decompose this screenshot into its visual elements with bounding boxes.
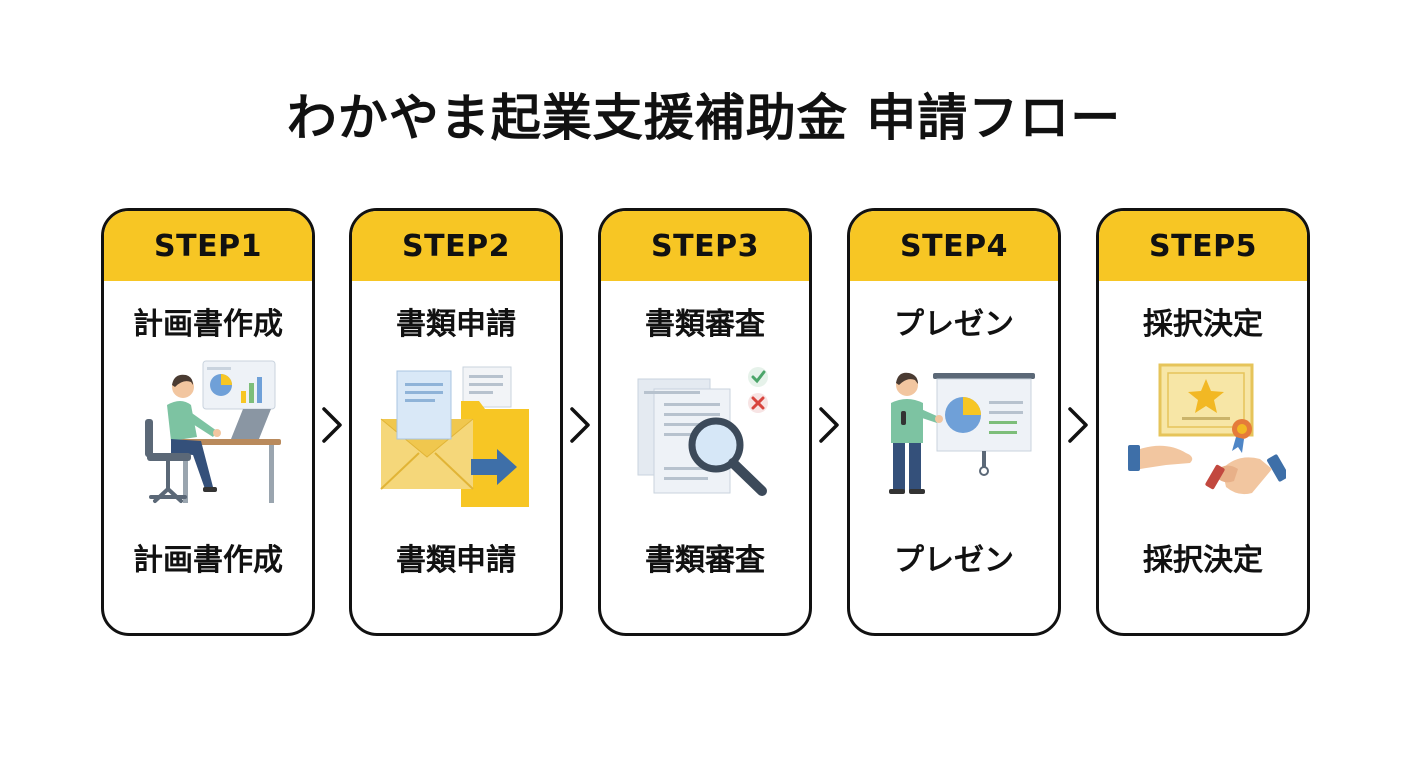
step-header: STEP5 <box>1099 211 1307 281</box>
presenter-with-screen-icon <box>889 372 1035 494</box>
step-card-2: STEP2 書類申請 書類申請 <box>349 208 563 636</box>
step-header: STEP3 <box>601 211 809 281</box>
step-header: STEP2 <box>352 211 560 281</box>
step-label: プレゼン <box>894 307 1014 342</box>
step-card-4: STEP4 プレゼン プレゼン <box>847 208 1061 636</box>
chevron-right-icon <box>1068 407 1088 443</box>
envelope-documents-submit-icon <box>380 366 529 507</box>
step-card-1: STEP1 計画書作成 計画書作成 <box>101 208 315 636</box>
step-caption: プレゼン <box>894 543 1014 578</box>
step-caption: 書類審査 <box>645 543 765 578</box>
step-card-3: STEP3 書類審査 書類審査 <box>598 208 812 636</box>
step-caption: 計画書作成 <box>133 543 283 578</box>
step-header: STEP4 <box>850 211 1058 281</box>
documents-magnifier-review-icon <box>637 367 768 496</box>
chevron-right-icon <box>819 407 839 443</box>
step-card-5: STEP5 採択決定 採択決定 <box>1096 208 1310 636</box>
person-at-desk-with-chart-icon <box>145 360 281 503</box>
step-label: 書類審査 <box>645 307 765 342</box>
step-label: 書類申請 <box>396 307 516 342</box>
step-label: 計画書作成 <box>133 307 283 342</box>
page-title: わかやま起業支援補助金 申請フロー <box>286 89 1122 147</box>
step-label: 採択決定 <box>1143 307 1263 342</box>
step-header: STEP1 <box>104 211 312 281</box>
step-caption: 書類申請 <box>396 543 516 578</box>
chevron-right-icon <box>322 407 342 443</box>
step-caption: 採択決定 <box>1143 543 1263 578</box>
certificate-handshake-icon <box>1128 363 1286 495</box>
chevron-right-icon <box>570 407 590 443</box>
